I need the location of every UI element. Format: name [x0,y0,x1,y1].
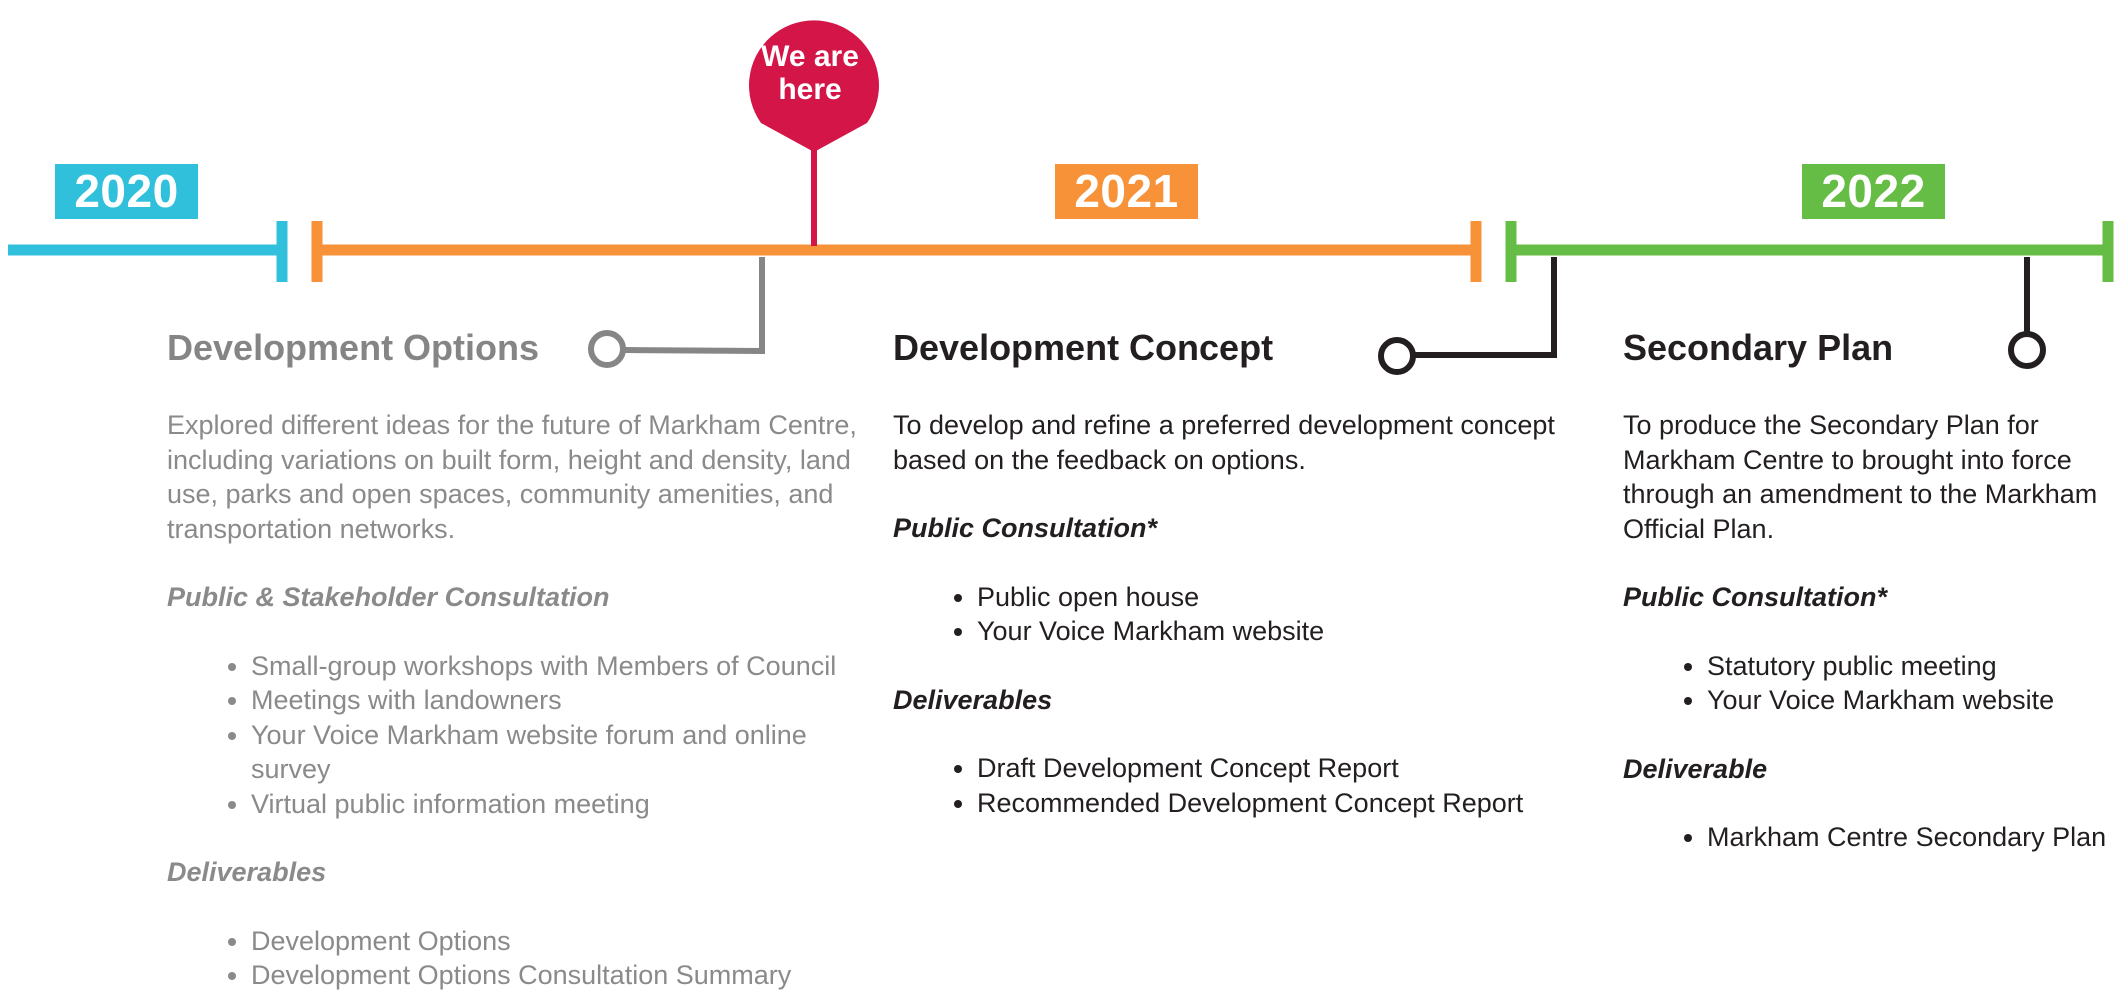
consultation-heading: Public Consultation* [1623,582,1888,612]
connector-node-secondary-plan [2008,331,2046,369]
list-item: Virtual public information meeting [251,787,867,822]
deliverables-list: Markham Centre Secondary Plan [1623,820,2113,855]
year-badge-2020: 2020 [55,164,198,219]
list-item: Small-group workshops with Members of Co… [251,649,867,684]
consultation-list: Statutory public meeting Your Voice Mark… [1623,649,2113,718]
list-item: Development Options [251,924,867,959]
connector-development-options [624,257,765,355]
phase-title: Development Options [167,327,540,368]
list-item: Markham Centre Secondary Plan [1707,820,2113,855]
list-item: Your Voice Markham website forum and onl… [251,718,867,787]
list-item: Your Voice Markham website [977,614,1593,649]
deliverables-list: Draft Development Concept Report Recomme… [893,751,1593,820]
list-item: Your Voice Markham website [1707,683,2113,718]
phase-description: To develop and refine a preferred develo… [893,410,1555,475]
consultation-list: Public open house Your Voice Markham web… [893,580,1593,649]
phase-secondary-plan: Secondary Plan To produce the Secondary … [1623,318,2113,889]
list-item: Public open house [977,580,1593,615]
deliverables-list: Development Options Development Options … [167,924,867,993]
we-are-here-line-2: here [778,73,842,106]
deliverables-heading: Deliverables [893,684,1053,715]
list-item: Draft Development Concept Report [977,751,1593,786]
list-item: Recommended Development Concept Report [977,786,1593,821]
consultation-heading: Public Consultation* [893,513,1158,543]
deliverables-heading: Deliverable [1623,753,1768,784]
connector-node-development-concept [1378,337,1416,375]
phase-development-concept: Development Concept To develop and refin… [893,318,1593,854]
list-item: Statutory public meeting [1707,649,2113,684]
consultation-heading: Public & Stakeholder Consultation [167,582,610,612]
year-badge-2021: 2021 [1055,164,1198,219]
year-badge-2022: 2022 [1802,164,1945,219]
location-pin-icon [749,20,879,153]
we-are-here-label: We are here [748,40,872,106]
connector-development-concept [1414,257,1557,358]
list-item: Meetings with landowners [251,683,867,718]
connector-node-development-options [588,330,626,368]
phase-development-options: Development Options Explored different i… [167,318,867,995]
phase-title: Secondary Plan [1623,327,1894,368]
we-are-here-line-1: We are [761,40,859,73]
phase-description: To produce the Secondary Plan for Markha… [1623,410,2098,544]
consultation-list: Small-group workshops with Members of Co… [167,649,867,822]
phase-title: Development Concept [893,327,1274,368]
list-item: Development Options Consultation Summary [251,958,867,993]
phase-description: Explored different ideas for the future … [167,410,857,544]
deliverables-heading: Deliverables [167,857,327,887]
